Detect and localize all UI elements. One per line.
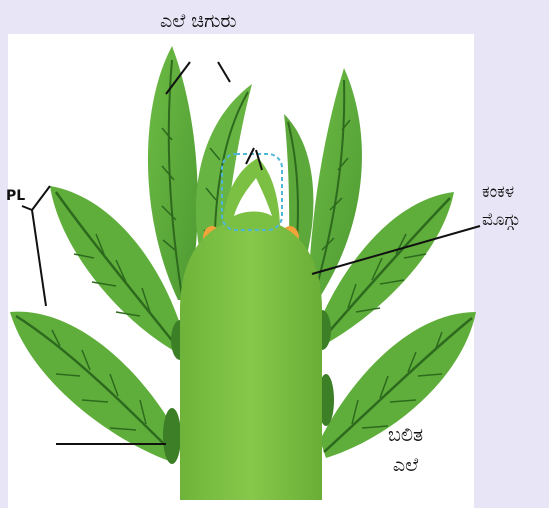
axillary-bud-label-line2: ಮೊಗ್ಗು	[482, 206, 520, 234]
mature-leaf-label: ಬಲಿತ ಎಲೆ	[388, 420, 423, 480]
axillary-bud-label: ಕಂಕಳ ಮೊಗ್ಗು	[482, 178, 520, 234]
mature-leaf-label-line1: ಬಲಿತ	[388, 420, 423, 450]
stem	[180, 218, 322, 500]
pl-marker-label: PL	[6, 188, 25, 204]
young-leaf-label: ಎಲೆ ಚಿಗುರು	[160, 10, 237, 32]
leaf-base-left-lower	[163, 408, 181, 464]
mature-leaf-label-line2: ಎಲೆ	[388, 450, 423, 480]
axillary-bud-label-line1: ಕಂಕಳ	[482, 178, 520, 206]
